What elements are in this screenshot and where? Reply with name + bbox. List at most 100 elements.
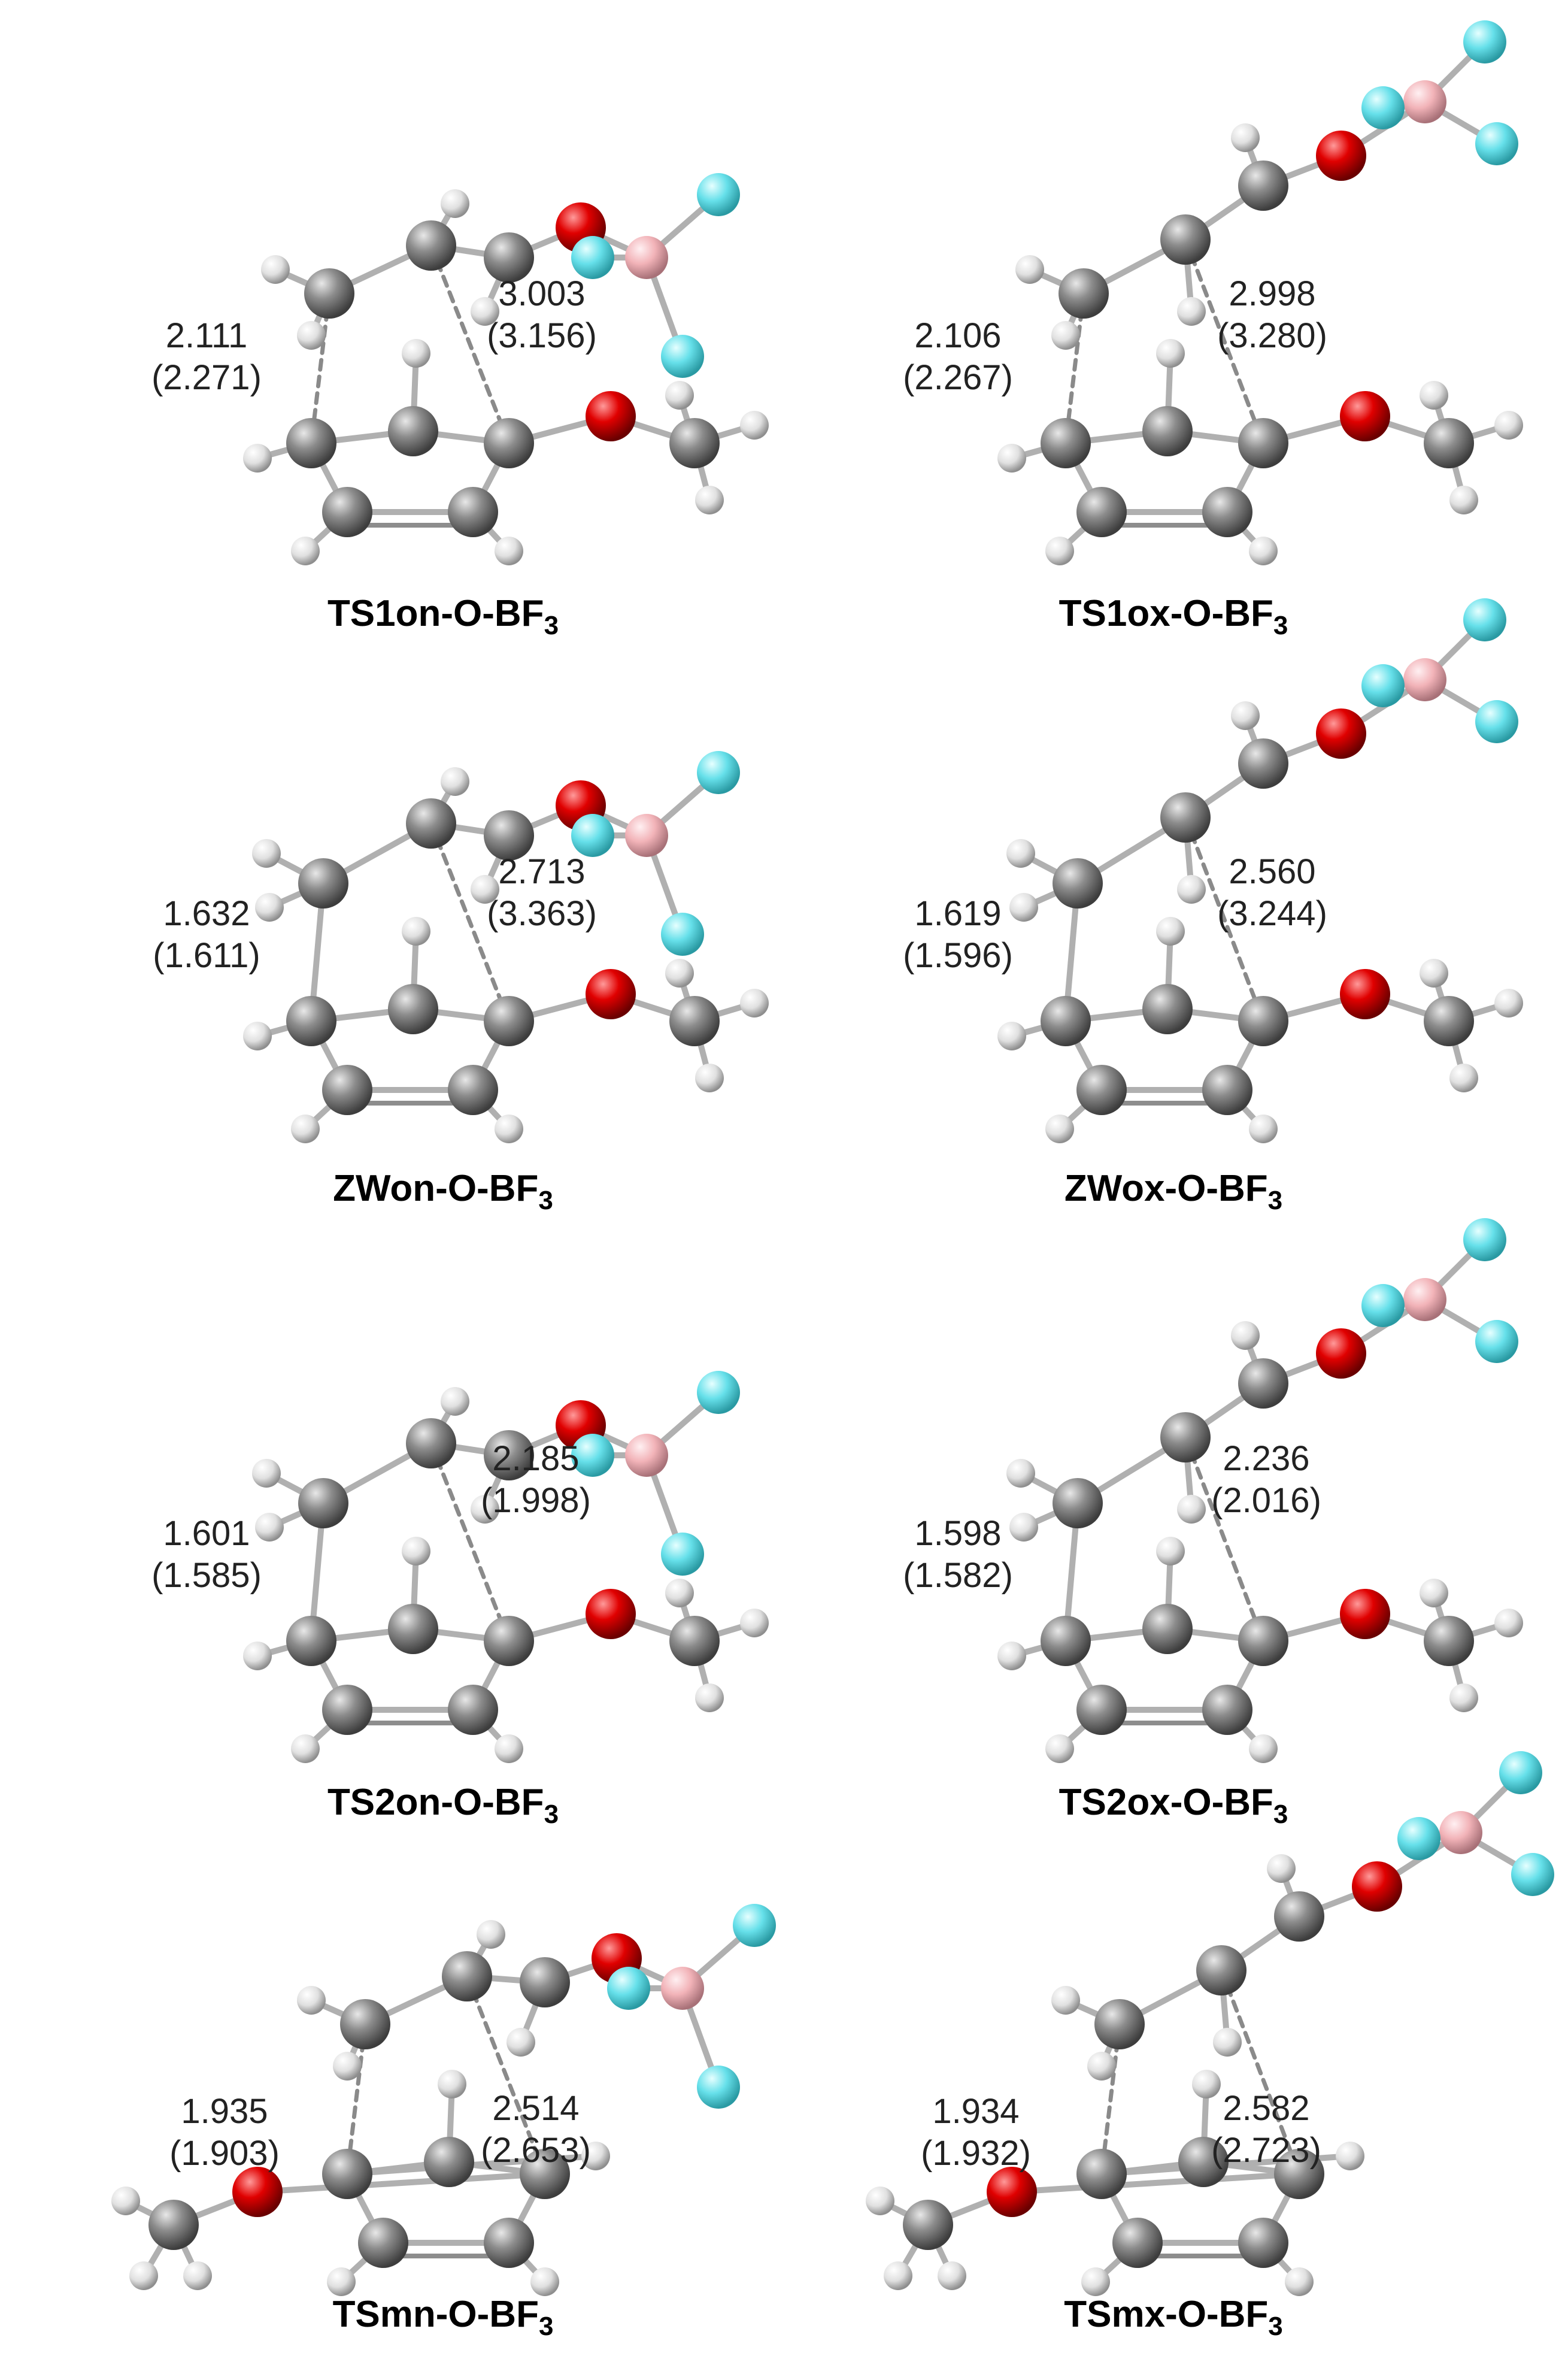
hydrogen-atom [495,1734,523,1763]
right-distance: 2.514 [492,2089,579,2128]
atoms [997,598,1523,1143]
carbon-atom [406,1418,456,1468]
structure-label: TS2on-O-BF3 [327,1782,559,1829]
hydrogen-atom [471,875,499,904]
structure-label-subscript: 3 [1268,1186,1282,1215]
forming-bond [429,243,511,446]
structure-label-subscript: 3 [1268,2312,1282,2341]
hydrogen-atom [1156,339,1185,368]
carbon-atom [669,1616,720,1666]
hydrogen-atom [1336,2142,1364,2170]
oxygen-atom [586,969,636,1019]
carbon-atom [448,1685,498,1735]
hydrogen-atom [1449,486,1478,514]
hydrogen-atom [695,1064,724,1092]
hydrogen-atom [866,2187,894,2215]
hydrogen-atom [997,1642,1026,1670]
oxygen-atom [1316,1328,1366,1379]
molecule-panel [243,173,769,565]
hydrogen-atom [1449,1683,1478,1712]
structure-label-main: TS1ox-O-BF [1059,593,1273,634]
carbon-atom [424,2137,474,2187]
hydrogen-atom [438,2070,466,2098]
structure-label: ZWox-O-BF3 [1064,1168,1282,1215]
carbon-atom [358,2218,408,2268]
structure-label-subscript: 3 [544,1800,559,1829]
fluorine-atom [1361,86,1405,129]
carbon-atom [1076,1685,1127,1735]
left-distance: 1.619 [914,894,1001,933]
left-distance-alt: (1.585) [151,1556,262,1595]
molecule-panel [997,20,1523,565]
hydrogen-atom [441,1387,469,1416]
hydrogen-atom [1015,255,1044,284]
carbon-atom [1196,1945,1246,1995]
carbon-atom [406,798,456,849]
carbon-atom [340,1999,390,2049]
carbon-atom [448,1065,498,1115]
carbon-atom [1076,2149,1127,2199]
carbon-atom [148,2200,199,2250]
hydrogen-atom [291,537,320,565]
hydrogen-atom [1177,875,1206,904]
hydrogen-atom [261,255,290,284]
hydrogen-atom [1081,2267,1110,2296]
carbon-atom [1160,214,1211,265]
right-distance-alt: (2.016) [1211,1481,1321,1520]
left-distance: 1.598 [914,1514,1001,1553]
left-distance: 2.106 [914,316,1001,355]
structure-label-main: TS2ox-O-BF [1059,1782,1273,1823]
atoms [997,20,1523,565]
carbon-atom [388,984,438,1034]
hydrogen-atom [243,444,272,473]
carbon-atom [298,1478,348,1528]
hydrogen-atom [884,2261,912,2290]
hydrogen-atom [1420,1579,1448,1607]
right-distance-alt: (3.363) [487,894,597,933]
hydrogen-atom [471,297,499,326]
carbon-atom [1076,487,1127,537]
hydrogen-atom [243,1642,272,1670]
hydrogen-atom [441,189,469,218]
hydrogen-atom [1494,989,1523,1018]
hydrogen-atom [581,2142,610,2170]
right-distance-alt: (2.723) [1211,2131,1321,2170]
boron-atom [1403,658,1446,701]
forming-bond [429,1441,511,1643]
hydrogen-atom [252,839,281,868]
left-distance: 1.601 [163,1514,250,1553]
oxygen-atom [987,2167,1037,2217]
right-distance-alt: (3.156) [487,316,597,355]
carbon-atom [520,1957,570,2007]
boron-atom [625,1434,668,1477]
fluorine-atom [661,1533,704,1576]
fluorine-atom [1499,1751,1542,1794]
hydrogen-atom [1006,839,1035,868]
carbon-atom [1053,1478,1103,1528]
molecule-panel [243,751,769,1143]
fluorine-atom [1475,1320,1518,1363]
oxygen-atom [1340,969,1390,1019]
boron-atom [625,236,668,279]
hydrogen-atom [333,2052,362,2081]
carbon-atom [388,1604,438,1654]
fluorine-atom [661,335,704,378]
left-distance: 2.111 [166,316,248,355]
molecule-panel [997,598,1523,1143]
hydrogen-atom [129,2261,158,2290]
hydrogen-atom [1494,411,1523,440]
structure-label-subscript: 3 [539,2312,553,2341]
fluorine-atom [1475,122,1518,165]
left-distance-alt: (1.611) [153,936,260,975]
structure-label-main: TS2on-O-BF [327,1782,544,1823]
carbon-atom [1424,1616,1474,1666]
hydrogen-atom [1051,321,1080,350]
structure-label: TSmn-O-BF3 [333,2294,554,2341]
carbon-atom [1238,1616,1288,1666]
right-distance: 2.998 [1229,274,1315,313]
carbon-atom [1076,1065,1127,1115]
carbon-atom [1160,1412,1211,1462]
forming-bond [1183,237,1266,446]
hydrogen-atom [243,1022,272,1050]
oxygen-atom [1316,708,1366,759]
